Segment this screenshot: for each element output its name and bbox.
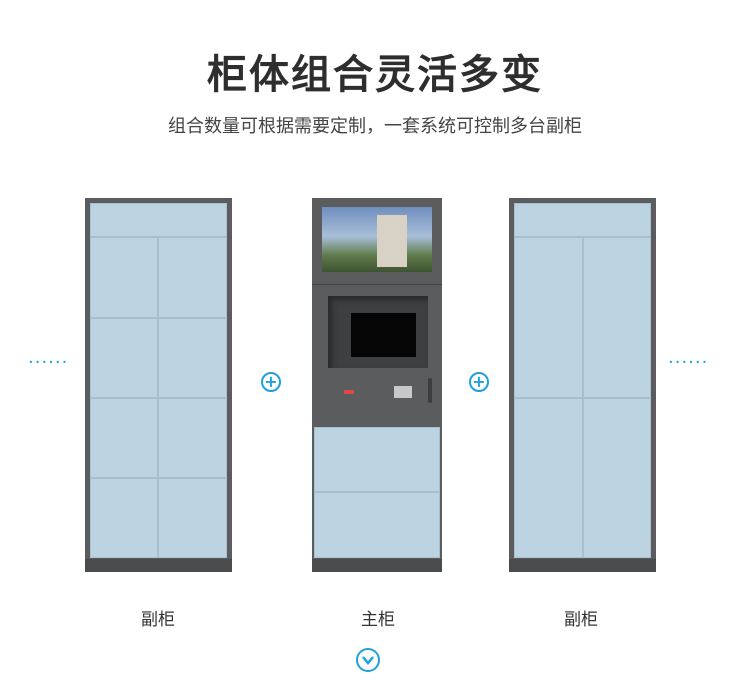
touch-screen	[351, 313, 416, 357]
indicator-light	[344, 390, 354, 394]
page-subtitle: 组合数量可根据需要定制，一套系统可控制多台副柜	[168, 116, 582, 137]
card-reader	[394, 386, 412, 398]
more-right-indicator: ······	[668, 352, 709, 373]
sub-cabinet-right	[509, 198, 656, 572]
plus-icon: +	[469, 372, 489, 392]
plus-icon: +	[261, 372, 281, 392]
more-left-indicator: ······	[28, 352, 69, 373]
page-title: 柜体组合灵活多变	[207, 52, 543, 98]
main-cabinet	[312, 198, 442, 572]
cabinet-label: 副柜	[564, 610, 598, 630]
cabinet-label: 主柜	[361, 610, 395, 630]
chevron-down-icon[interactable]	[356, 648, 380, 672]
cabinet-label: 副柜	[141, 610, 175, 630]
sub-cabinet-left	[85, 198, 232, 572]
display-screen	[322, 207, 432, 272]
